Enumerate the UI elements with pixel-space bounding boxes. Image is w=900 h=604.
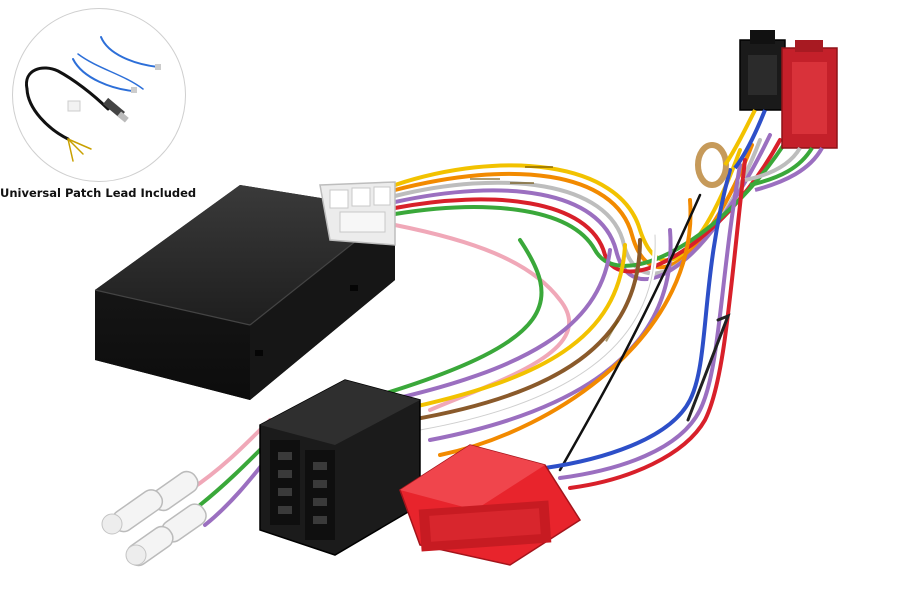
cable-tie <box>695 142 729 188</box>
patch-lead-illustration <box>25 36 161 162</box>
top-connector-black <box>739 30 786 111</box>
patch-lead-inset <box>12 8 186 182</box>
wire-label-marks <box>470 166 619 342</box>
wire-bundle-lower <box>378 193 702 472</box>
top-wire-stubs <box>723 109 824 192</box>
patch-lead-caption: Universal Patch Lead Included <box>0 186 197 200</box>
iso-connector-black <box>259 379 421 556</box>
iso-connector-red <box>399 444 582 566</box>
top-connector-red <box>781 40 838 149</box>
interface-module <box>94 185 396 400</box>
module-plug <box>319 181 396 246</box>
spade-terminals <box>101 470 207 567</box>
wire-bundle-red-connector <box>543 158 747 490</box>
